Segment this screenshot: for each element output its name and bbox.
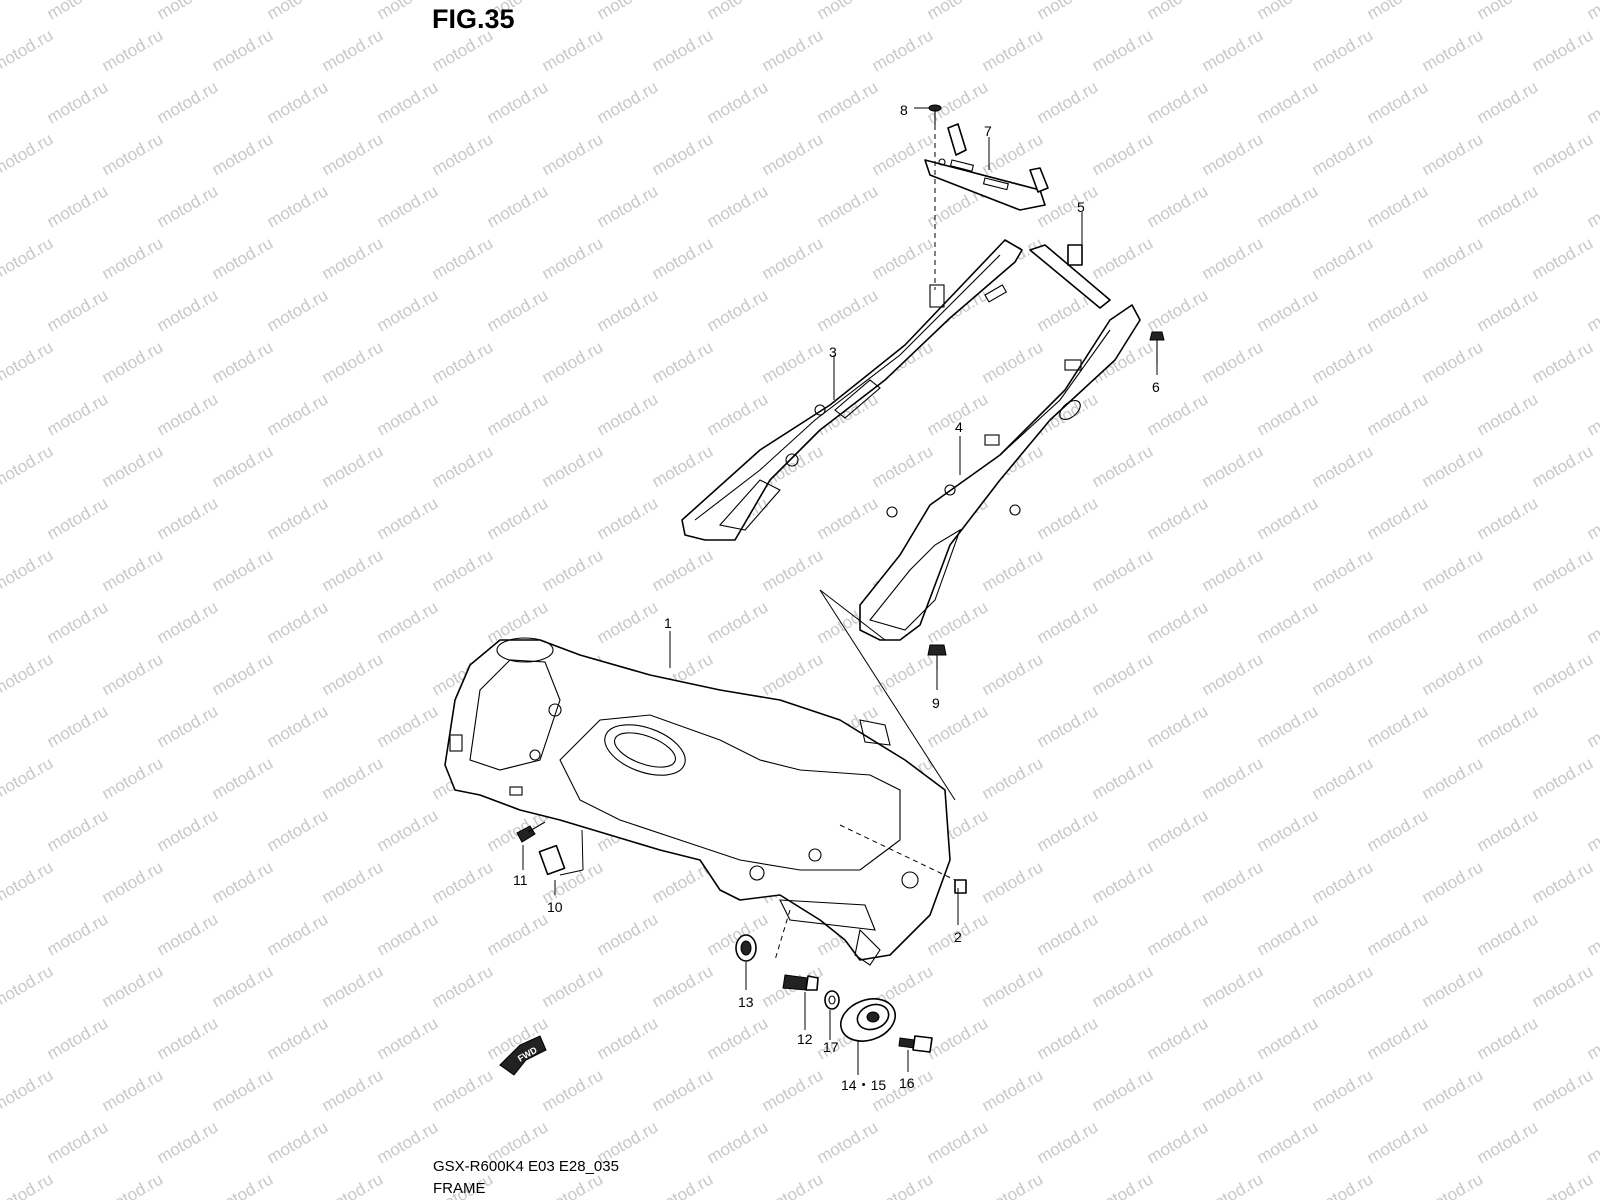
callout-17: 17 [823, 1039, 839, 1055]
callout-1: 1 [664, 615, 672, 631]
dash-guide-2 [839, 824, 956, 881]
callout-10: 10 [547, 899, 563, 915]
guide-line-a [819, 589, 956, 801]
model-code: GSX-R600K4 E03 E28_035 [433, 1158, 619, 1175]
bolt-part-9 [927, 644, 947, 670]
bolt-part-11 [516, 821, 546, 843]
washer-part-17 [824, 990, 840, 1010]
bolt-part-16 [898, 1035, 933, 1053]
washer-part-13 [735, 934, 757, 962]
callout-14-15: 14・15 [841, 1077, 886, 1093]
figure-title: FIG.35 [432, 4, 515, 34]
fwd-arrow-icon [499, 1035, 547, 1076]
callout-8: 8 [900, 102, 908, 118]
seat-rail-right-part-4 [859, 304, 1141, 641]
callout-16: 16 [899, 1075, 915, 1091]
callout-9: 9 [932, 695, 940, 711]
guide-line-b [819, 589, 886, 641]
callout-6: 6 [1152, 379, 1160, 395]
callout-12: 12 [797, 1031, 813, 1047]
callout-11: 11 [513, 872, 528, 888]
seat-rail-left-part-3 [681, 239, 1023, 541]
engine-mount-part-14-15 [840, 998, 896, 1042]
main-frame-part-1 [444, 637, 951, 966]
seat-lock-bracket-part-7 [924, 123, 1049, 211]
dash-guide-12 [774, 909, 791, 961]
callout-2: 2 [954, 929, 962, 945]
bolt-part-6 [1149, 331, 1165, 365]
callout-3: 3 [829, 344, 837, 360]
callout-13: 13 [738, 994, 754, 1010]
callout-7: 7 [984, 123, 992, 139]
bolt-part-8 [928, 104, 942, 125]
bolt-part-12 [782, 974, 819, 991]
plug-part-2 [954, 879, 967, 894]
callout-5: 5 [1077, 199, 1085, 215]
callout-4: 4 [955, 419, 963, 435]
section-name: FRAME [433, 1180, 486, 1197]
collar-part-10 [538, 829, 584, 876]
rear-frame-brace-part-5 [1029, 244, 1111, 309]
